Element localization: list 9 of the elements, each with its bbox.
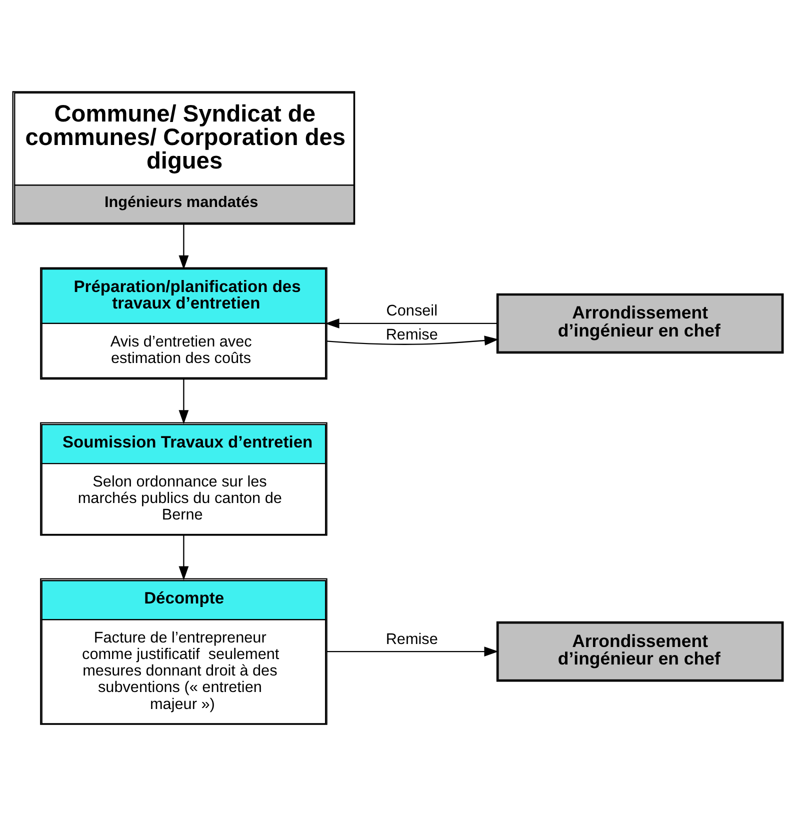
arrow (326, 646, 498, 657)
edge-label: Remise (386, 326, 438, 344)
arrow (178, 379, 189, 424)
arrow (178, 224, 189, 270)
edge-label: Remise (386, 630, 438, 648)
arrow (178, 535, 189, 580)
edge-label: Conseil (386, 302, 438, 320)
arrow (326, 336, 499, 346)
arrow (325, 318, 497, 328)
